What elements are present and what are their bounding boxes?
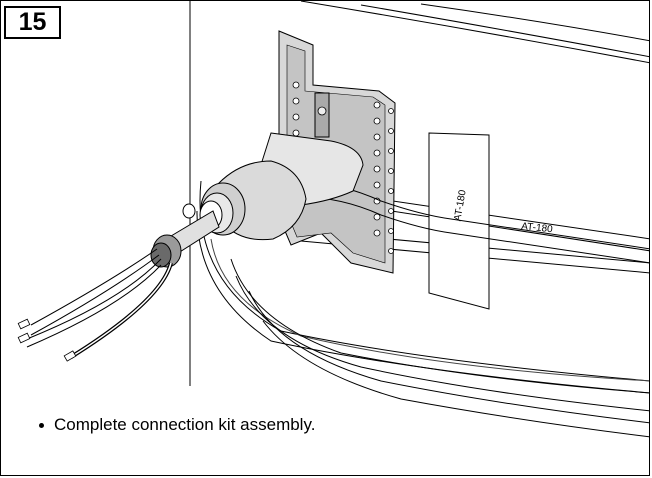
caption: Complete connection kit assembly.	[39, 415, 315, 435]
ground-wire	[69, 262, 173, 359]
cable-gland	[150, 203, 196, 268]
lead-wires	[26, 248, 162, 348]
connection-boot	[199, 132, 364, 241]
tank-bottom-bands	[196, 180, 649, 438]
tank-top-arcs	[300, 1, 649, 64]
bullet-icon	[39, 422, 44, 428]
step-number: 15	[4, 6, 61, 39]
tag-label-vertical: AT-180	[452, 189, 468, 222]
label-tag: AT-180	[428, 132, 490, 310]
wire-tips	[17, 318, 77, 362]
caption-text: Complete connection kit assembly.	[54, 415, 316, 434]
band-label-horizontal: AT-180	[521, 221, 554, 235]
